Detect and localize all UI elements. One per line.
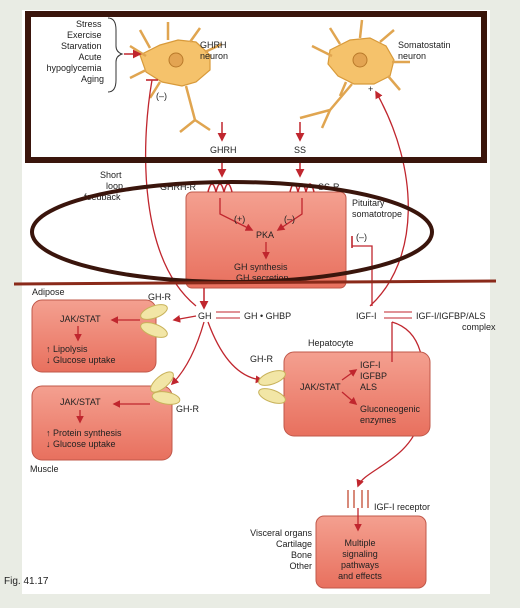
factor-brace	[107, 17, 124, 93]
muscle-jak-stat-label: JAK/STAT	[60, 397, 101, 407]
gh-label: GH	[198, 311, 212, 321]
adipose-glucose-uptake-label: ↓ Glucose uptake	[46, 355, 116, 365]
ghrh-label: GHRH	[210, 145, 237, 155]
protein-synthesis-label: ↑ Protein synthesis	[46, 428, 122, 438]
pituitary-feedback-minus: (–)	[356, 232, 367, 242]
hypothalamus-inhibit-sign: (–)	[156, 91, 167, 101]
adipose-jak-stat-label: JAK/STAT	[60, 314, 101, 324]
pka-label: PKA	[256, 230, 274, 240]
igf-feedback-to-ss-line	[369, 90, 409, 307]
hepatocyte-receptor-top-icon	[258, 370, 286, 386]
adipose-receptor-top-icon	[140, 304, 168, 320]
hypothalamus-highlight-box	[25, 11, 487, 163]
ss-label: SS	[294, 145, 306, 155]
muscle-gh-r-label: GH-R	[176, 404, 199, 414]
divider-line	[13, 279, 497, 286]
adipose-label: Adipose	[32, 287, 65, 297]
factor-acute: Acute	[78, 52, 101, 62]
hepatocyte-jak-stat-label: JAK/STAT	[300, 382, 341, 392]
pituitary-plus-sign: (+)	[234, 214, 245, 224]
factor-exercise: Exercise	[67, 30, 102, 40]
factor-aging: Aging	[81, 74, 104, 84]
factor-stress: Stress	[76, 19, 102, 29]
igf-receptor-icon	[347, 490, 369, 508]
pituitary-cell	[185, 191, 347, 289]
gh-ghbp-equilibrium	[216, 311, 240, 319]
ss-r-to-pka-arrow	[276, 198, 303, 231]
hep-to-gluconeogenic-arrow	[341, 391, 358, 406]
igf1-label: IGF-I	[356, 311, 377, 321]
muscle-receptor-top-icon	[150, 371, 174, 393]
gh-to-muscle-arrow	[170, 321, 205, 386]
factor-hypoglycemia: hypoglycemia	[46, 63, 101, 73]
stress-factors-list: Stress Exercise Starvation Acute hypogly…	[46, 17, 142, 93]
hepatocyte-receptor-bottom-icon	[258, 388, 286, 404]
muscle-glucose-uptake-label: ↓ Glucose uptake	[46, 439, 116, 449]
ghrh-r-to-pka-arrow	[219, 198, 254, 231]
muscle-receptor-bottom-icon	[151, 391, 181, 405]
figure-label: Fig. 41.17	[4, 576, 49, 587]
gh-secretion-label: GH secretion	[236, 273, 289, 283]
gh-ghbp-label: GH • GHBP	[244, 311, 291, 321]
adipose-receptor-bottom-icon	[140, 322, 168, 338]
gh-to-adipose-arrow	[172, 315, 197, 323]
hepatocyte-gh-r-label: GH-R	[250, 354, 273, 364]
gh-to-hepatocyte-arrow	[207, 321, 264, 384]
hepatocyte-label: Hepatocyte	[308, 338, 354, 348]
igf-feedback-to-pituitary	[352, 245, 373, 306]
factor-starvation: Starvation	[61, 41, 102, 51]
gh-synthesis-label: GH synthesis	[234, 262, 288, 272]
lipolysis-label: ↑ Lipolysis	[46, 344, 88, 354]
hep-to-products-arrow	[341, 369, 358, 381]
igf-receptor-label: IGF-I receptor	[374, 502, 430, 512]
hepatocyte-cell	[283, 351, 431, 437]
target-cell	[315, 515, 427, 589]
ss-stimulate-sign: +	[368, 84, 373, 94]
short-loop-feedback-line	[144, 79, 197, 307]
muscle-label: Muscle	[30, 464, 59, 474]
adipose-gh-r-label: GH-R	[148, 292, 171, 302]
stress-factors-text: Stress Exercise Starvation Acute hypogly…	[46, 19, 104, 84]
igf-complex-equilibrium	[384, 311, 412, 319]
ghrh-r-label: GHRH-R	[160, 182, 196, 192]
pituitary-minus-sign: (–)	[284, 214, 295, 224]
